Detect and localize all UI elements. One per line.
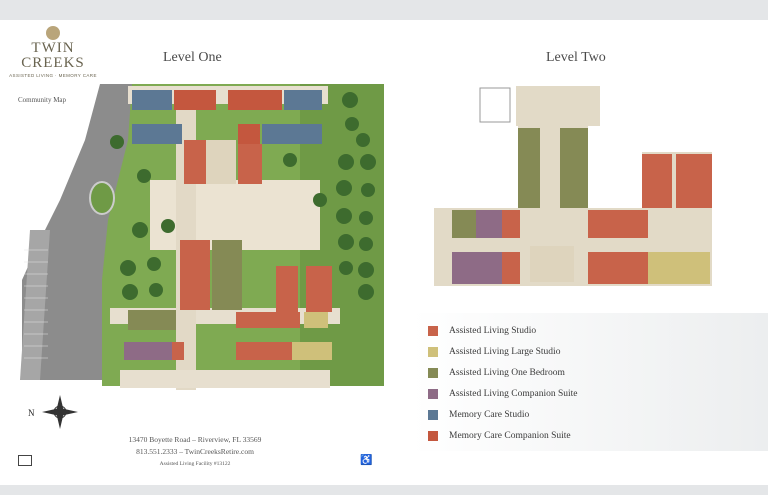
legend-item: Memory Care Companion Suite [428,430,571,442]
level-two-title: Level Two [546,50,606,65]
activity-room [530,246,574,282]
trees [110,92,376,300]
brand-logo: TWIN CREEKS ASSISTED LIVING · MEMORY CAR… [8,26,98,78]
room-211 [476,210,502,238]
legend-swatch [428,347,438,357]
east-rooms-b [676,154,712,216]
top-band [0,0,768,20]
legend-label: Assisted Living Large Studio [449,347,561,357]
legend-panel: Assisted Living Studio Assisted Living L… [412,313,768,451]
parking-stripes [24,249,48,359]
rooms-215-219 [588,210,648,238]
compass-north-label: N [28,408,35,418]
rooms-216-220 [588,252,648,284]
contact-block: 13470 Boyette Road – Riverview, FL 33569… [100,434,290,470]
legend-item: Memory Care Studio [428,409,529,421]
address-text: 13470 Boyette Road – Riverview, FL 33569 [128,435,262,444]
level-two-plan [434,86,712,286]
roundabout [89,181,115,215]
legend-item: Assisted Living One Bedroom [428,367,565,379]
phone-website-text[interactable]: 813.551.2333 – TwinCreeksRetire.com [136,447,254,456]
legend-swatch [428,326,438,336]
level-one-title: Level One [163,50,222,65]
logo-emblem-icon [46,26,60,40]
central-building [150,180,320,250]
level-one-plan [20,84,384,390]
walkway-bottom [120,370,330,388]
legend-label: Memory Care Studio [449,410,530,420]
parking-lot [20,230,50,380]
room-213 [502,210,520,238]
east-rooms-a [642,154,672,216]
wheelchair-accessible-icon: ♿ [360,455,373,466]
legend-swatch [428,410,438,420]
room-209 [452,210,476,238]
room-214 [502,252,520,284]
memory-care-wing [132,90,322,184]
legend-swatch [428,389,438,399]
compass-icon: N [28,395,78,429]
north-right-rooms [560,128,588,212]
assisted-living-wings [124,240,332,360]
community-map-label: Community Map [18,96,67,104]
legend-label: Memory Care Companion Suite [449,431,571,441]
legend-swatch [428,368,438,378]
legend-swatch [428,431,438,441]
legend-label: Assisted Living Companion Suite [449,389,578,399]
legend-item: Assisted Living Large Studio [428,346,560,358]
north-core [516,86,600,126]
north-entry [479,87,511,123]
rooms-222-226 [648,252,710,284]
bottom-band [0,485,768,495]
legend-item: Assisted Living Studio [428,325,536,337]
legend-item: Assisted Living Companion Suite [428,388,578,400]
parking-road [22,84,132,380]
license-text: Assisted Living Facility #13122 [159,461,231,467]
equal-housing-icon [18,455,32,466]
legend-label: Assisted Living Studio [449,326,537,336]
legend-label: Assisted Living One Bedroom [449,368,565,378]
rooms-210-212 [452,252,502,284]
brand-tagline: ASSISTED LIVING · MEMORY CARE [9,73,97,78]
north-left-rooms [518,128,540,212]
brand-name: TWIN CREEKS [21,40,85,71]
